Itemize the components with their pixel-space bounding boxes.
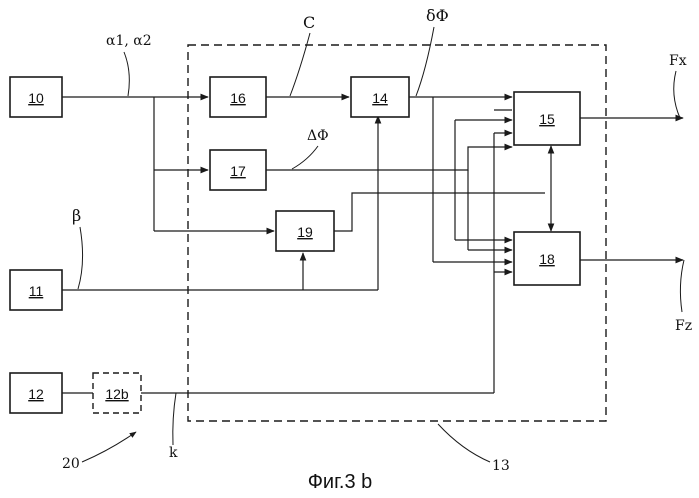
block-15: 15 [514, 92, 580, 145]
label-k: k [169, 445, 178, 461]
leader-fx [674, 71, 680, 118]
block-15-label: 15 [539, 111, 555, 127]
wire-17-out [266, 147, 512, 170]
leader-fz [680, 260, 684, 312]
leader-alpha [124, 52, 129, 96]
block-12b-label: 12b [105, 386, 129, 402]
block-11: 11 [10, 270, 62, 310]
label-big-delta-phi: ΔΦ [307, 128, 329, 144]
label-c: C [303, 13, 315, 32]
leader-delta-phi [416, 27, 434, 96]
block-18-label: 18 [539, 251, 555, 267]
block-16-label: 16 [230, 90, 246, 106]
block-12-label: 12 [28, 386, 44, 402]
wire-19-out [334, 193, 545, 231]
label-fx: Fx [669, 53, 687, 69]
leader-ref-20 [82, 432, 136, 462]
label-delta-phi: δΦ [426, 6, 449, 25]
block-19: 19 [276, 211, 334, 251]
label-alpha: α1, α2 [106, 33, 152, 49]
block-19-label: 19 [297, 224, 313, 240]
leader-c [290, 33, 310, 96]
figure-caption: Фиг.3 b [308, 471, 373, 493]
block-14: 14 [351, 77, 409, 117]
block-12: 12 [10, 373, 62, 413]
ref-13: 13 [492, 458, 510, 474]
ref-20: 20 [62, 456, 80, 472]
leader-big-delta-phi [292, 146, 318, 169]
block-10-label: 10 [28, 90, 44, 106]
block-16: 16 [210, 77, 266, 117]
label-fz: Fz [675, 318, 692, 334]
block-10: 10 [10, 77, 62, 117]
block-12b: 12b [93, 373, 141, 413]
block-14-label: 14 [372, 90, 388, 106]
block-18: 18 [514, 232, 580, 285]
label-beta: β [72, 206, 81, 225]
block-17: 17 [210, 150, 266, 190]
leader-beta [78, 227, 83, 289]
block-11-label: 11 [29, 283, 44, 299]
leader-k [173, 393, 176, 445]
leader-ref-13 [438, 424, 490, 462]
block-17-label: 17 [230, 163, 246, 179]
